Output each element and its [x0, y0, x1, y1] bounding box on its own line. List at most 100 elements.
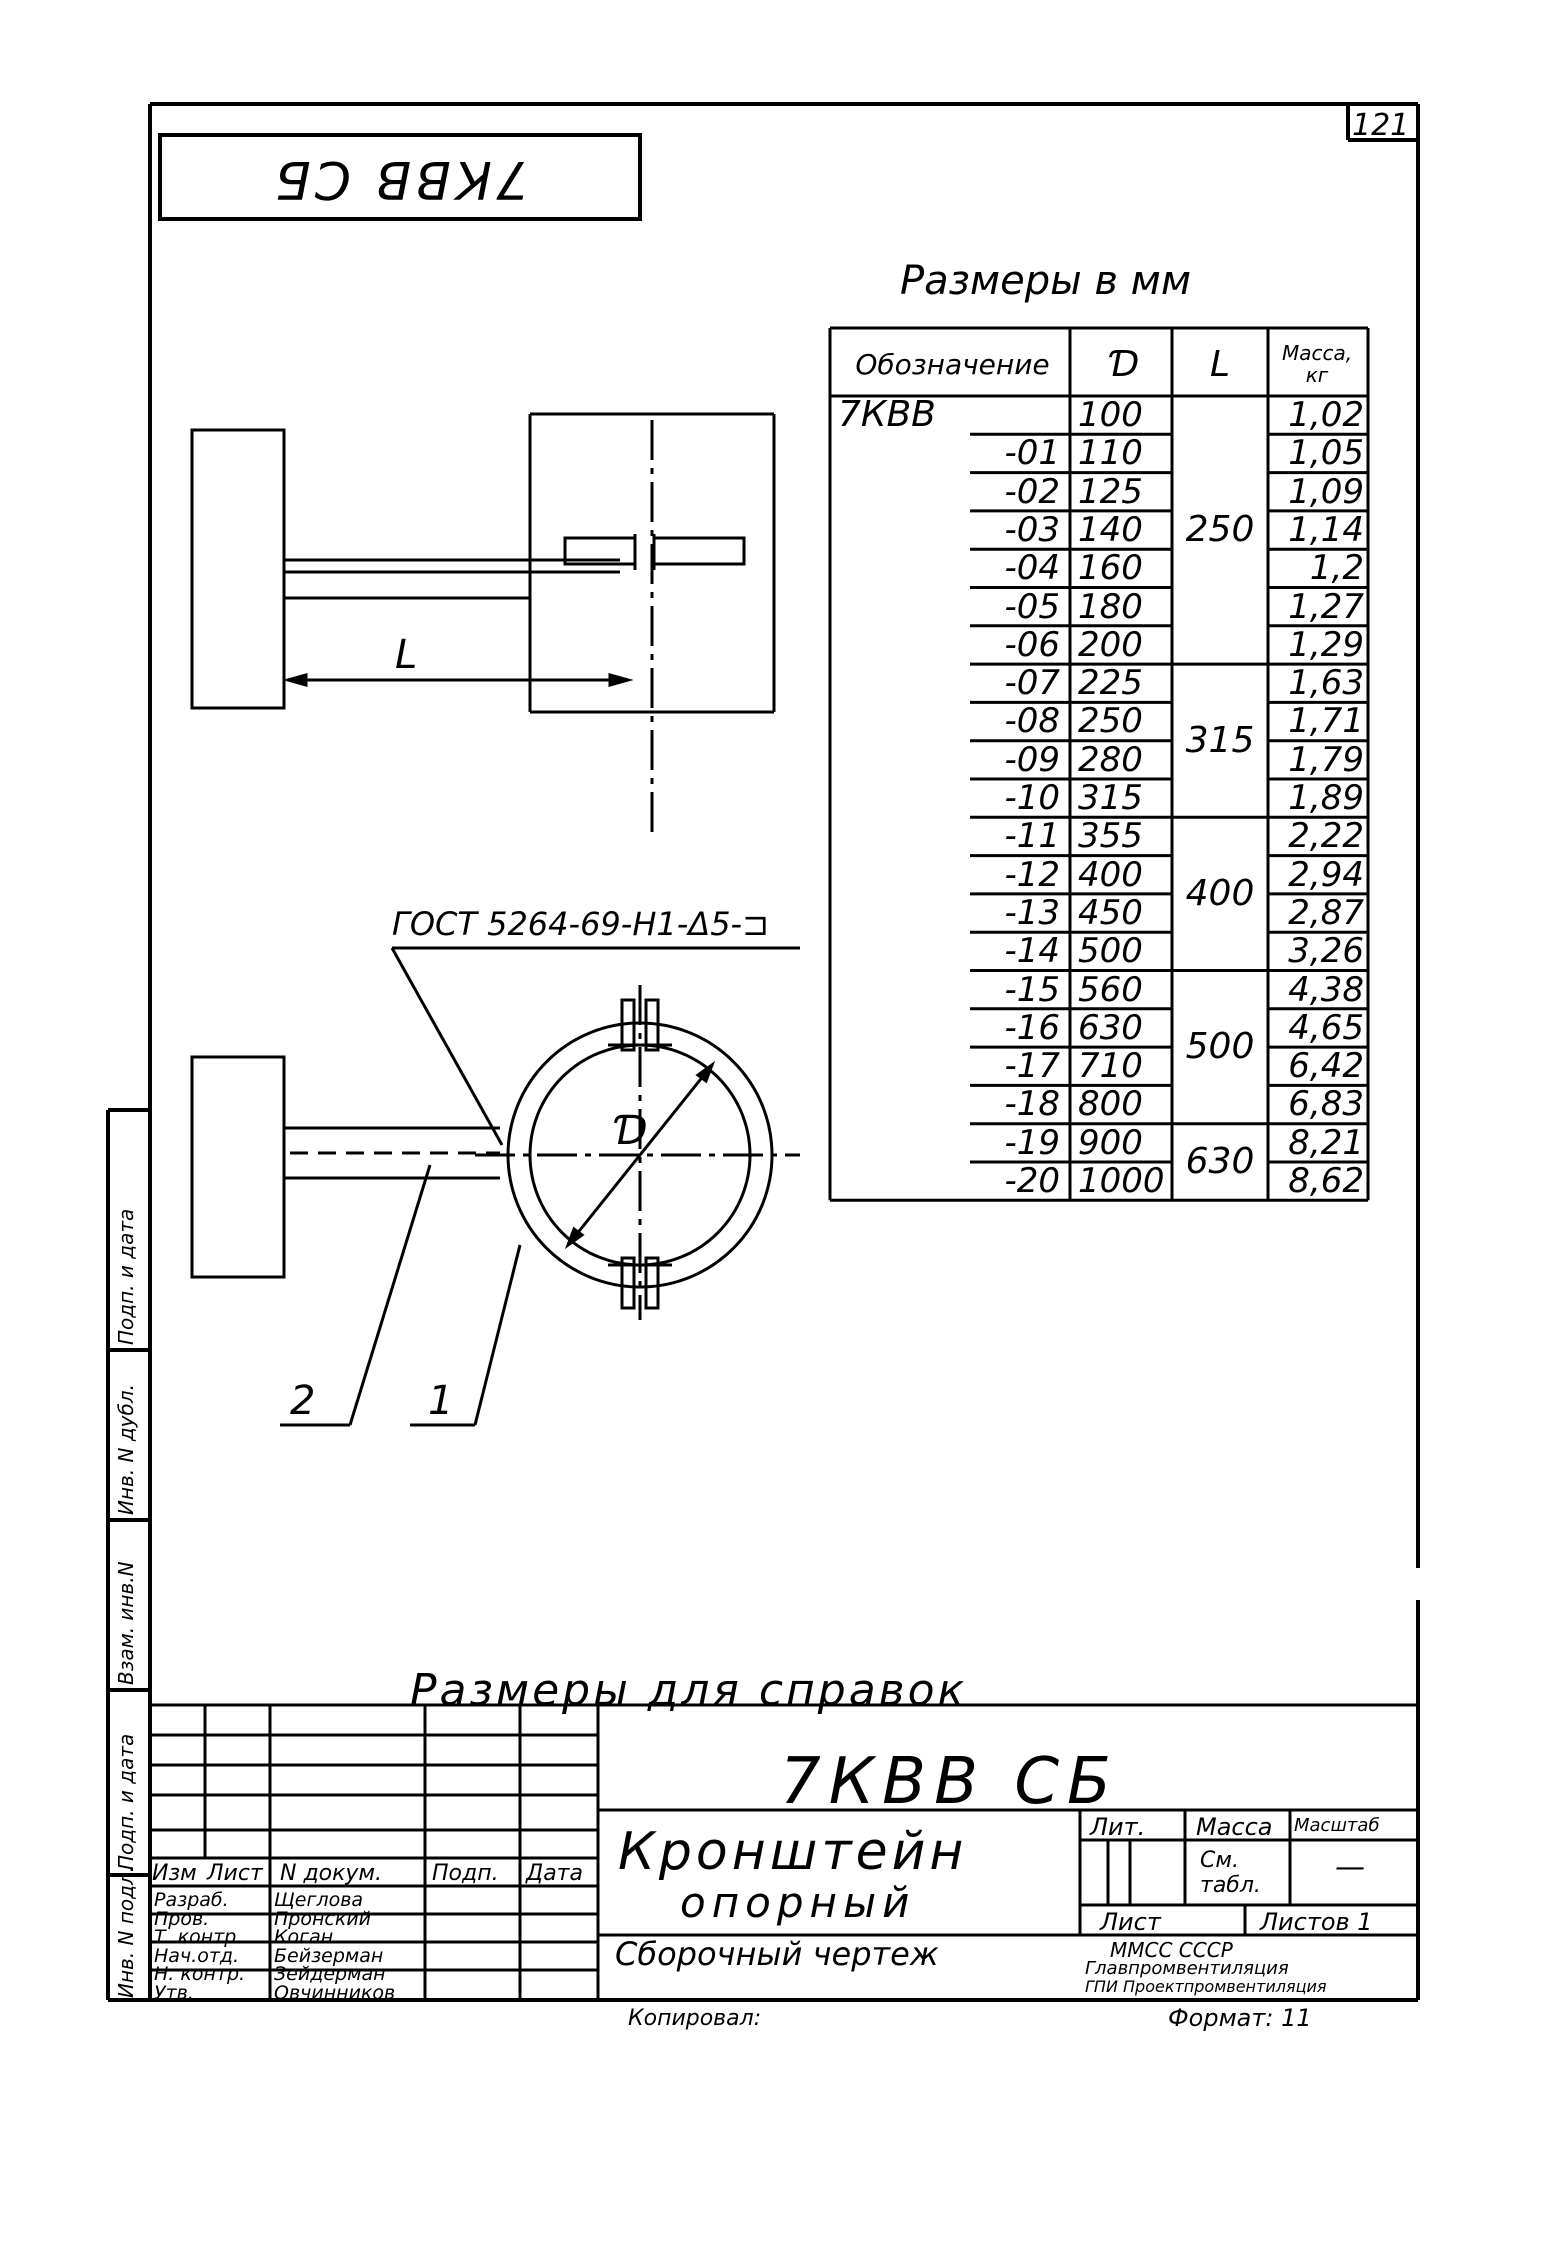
table-row-designation: -08 [1004, 701, 1060, 742]
table-row-diameter: 250 [1078, 701, 1143, 742]
mass-label: Масса [1196, 1813, 1273, 1841]
table-row-designation: -09 [1004, 739, 1060, 780]
col-header-data: Дата [526, 1861, 583, 1886]
table-row-designation: -11 [1004, 816, 1060, 857]
col-header-izm: Изм [152, 1861, 197, 1886]
title-name-line3: Сборочный чертеж [615, 1935, 939, 1973]
copied-by-label: Копировал: [628, 2006, 762, 2031]
table-row-mass: 8,21 [1288, 1122, 1364, 1163]
table-row-mass: 8,62 [1288, 1161, 1364, 1201]
table-row-mass: 2,22 [1288, 816, 1364, 857]
table-l-group-value: 630 [1185, 1141, 1255, 1182]
gost-weld-note: ГОСТ 5264-69-Н1-Δ5-⊐ [392, 905, 769, 943]
reference-dimensions-caption: Размеры для справок [410, 1665, 968, 1716]
signature-role: Н. контр. [154, 1963, 246, 1985]
side-label-inv-podl: Инв. N подл. [114, 1865, 138, 1998]
table-row-mass: 6,83 [1288, 1084, 1364, 1125]
table-row-diameter: 225 [1078, 663, 1143, 704]
table-row-diameter: 1000 [1078, 1161, 1165, 1201]
table-row-mass: 1,27 [1288, 586, 1364, 627]
header-designation: Обозначение [855, 347, 1050, 381]
position-1-label: 1 [428, 1378, 454, 1424]
signature-name: Овчинников [274, 1981, 396, 2004]
table-row-designation: -04 [1004, 548, 1060, 589]
sheet-label: Лист [1100, 1908, 1161, 1936]
label-d: Ɗ [612, 1108, 645, 1154]
title-name-line2: опорный [680, 1878, 916, 1927]
table-row-designation: -15 [1004, 969, 1060, 1010]
table-row-mass: 2,94 [1288, 854, 1364, 895]
table-row-mass: 4,65 [1288, 1007, 1364, 1048]
table-row-mass: 3,26 [1288, 931, 1364, 972]
table-row-diameter: 800 [1078, 1084, 1143, 1125]
top-code-stamp: 7КВВ СБ [271, 149, 529, 209]
table-l-group-value: 500 [1185, 1026, 1255, 1068]
header-mass: Масса, кг [1281, 341, 1353, 387]
signature-name: Пронский [274, 1907, 372, 1930]
lit-label: Лит. [1090, 1813, 1146, 1841]
table-row-diameter: 630 [1078, 1007, 1143, 1048]
org-line1: ММСС СССР [1110, 1938, 1233, 1962]
table-row-diameter: 200 [1078, 624, 1143, 665]
title-block-code: 7КВВ СБ [780, 1745, 1119, 1819]
table-row-diameter: 710 [1078, 1046, 1143, 1087]
col-header-ndokum: N докум. [280, 1861, 383, 1886]
table-row-diameter: 110 [1078, 433, 1143, 474]
signature-role: Нач.отд. [154, 1944, 240, 1967]
col-header-podp: Подп. [432, 1861, 499, 1886]
table-row-designation: -20 [1004, 1161, 1060, 1201]
table-row-designation: -17 [1004, 1046, 1060, 1087]
side-label-inv-dubl: Инв. N дубл. [114, 1384, 138, 1515]
table-row-mass: 4,38 [1288, 969, 1364, 1010]
table-row-mass: 1,05 [1288, 433, 1364, 474]
table-row-designation: -19 [1004, 1122, 1060, 1163]
col-header-list: Лист [207, 1861, 263, 1886]
table-row-mass: 1,2 [1309, 548, 1364, 589]
org-line2: Главпромвентиляция [1085, 1958, 1289, 1979]
table-row-diameter: 560 [1078, 969, 1143, 1010]
table-l-group-value: 400 [1185, 872, 1255, 914]
table-row-diameter: 500 [1078, 931, 1143, 972]
table-row-diameter: 355 [1078, 816, 1143, 857]
assembly-drawing [190, 412, 800, 1427]
signature-role: Пров. [154, 1907, 210, 1930]
table-row-mass: 1,02 [1288, 395, 1364, 435]
table-row-diameter: 160 [1078, 548, 1143, 589]
header-l: L [1209, 343, 1231, 385]
sheets-label: Листов 1 [1260, 1908, 1373, 1936]
side-label-sign-date-1: Подп. и дата [114, 1208, 138, 1345]
table-row-mass: 6,42 [1288, 1046, 1364, 1087]
label-l: L [395, 632, 418, 678]
table-row-designation: -18 [1004, 1084, 1060, 1125]
header-d: Ɗ [1107, 343, 1137, 385]
table-row-diameter: 125 [1078, 471, 1143, 512]
side-label-vzam-inv: Взам. инв.N [114, 1561, 138, 1685]
scale-value: — [1335, 1850, 1365, 1885]
table-row-diameter: 315 [1078, 778, 1143, 818]
table-row-diameter: 900 [1078, 1122, 1143, 1163]
table-row-mass: 1,79 [1288, 739, 1364, 780]
signature-name: Щеглова [274, 1889, 364, 1911]
table-row-designation: -05 [1004, 586, 1060, 627]
table-row-designation: -10 [1004, 778, 1060, 818]
table-row-diameter: 180 [1078, 586, 1143, 627]
signature-role: Утв. [154, 1981, 194, 2004]
table-row-designation: -02 [1004, 471, 1060, 512]
table-row-diameter: 400 [1078, 854, 1143, 895]
table-row-designation: -03 [1004, 509, 1060, 550]
table-row-diameter: 280 [1078, 739, 1143, 780]
org-line3: ГПИ Проектпромвентиляция [1085, 1977, 1327, 1996]
table-row-mass: 1,63 [1288, 663, 1364, 704]
table-row-mass: 1,89 [1288, 778, 1364, 818]
format-label: Формат: 11 [1168, 2004, 1312, 2032]
title-name-line1: Кронштейн [618, 1822, 968, 1882]
table-row-designation: -07 [1004, 663, 1060, 704]
table-row-designation: -13 [1004, 892, 1060, 933]
dimensions-caption: Размеры в мм [900, 258, 1192, 304]
signature-role: Разраб. [154, 1889, 229, 1911]
table-row-diameter: 140 [1078, 509, 1143, 550]
signature-name: Зейдерман [274, 1963, 386, 1985]
table-row-mass: 1,71 [1288, 701, 1364, 742]
